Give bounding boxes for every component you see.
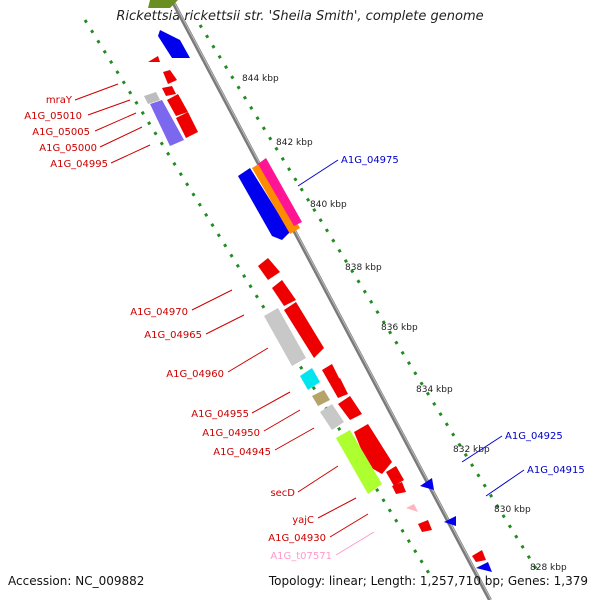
gene-label[interactable]: A1G_05000 [39,143,97,154]
gene-feature[interactable] [258,158,302,226]
gene-feature[interactable] [176,112,198,138]
gene-label[interactable]: A1G_04930 [268,533,326,544]
gene-feature[interactable] [300,368,320,390]
gene-label[interactable]: mraY [46,95,73,106]
gene-feature[interactable] [476,562,492,572]
gene-feature[interactable] [252,162,300,234]
ruler-label: 840 kbp [310,200,347,210]
gene-feature[interactable] [163,70,177,84]
gene-feature[interactable] [418,520,432,532]
gene-label[interactable]: A1G_04950 [202,428,260,439]
gene-label[interactable]: A1G_t07571 [270,551,332,562]
gene-feature[interactable] [162,86,176,96]
gene-feature[interactable] [386,466,404,486]
gene-feature[interactable] [150,100,184,146]
gene-feature[interactable] [406,504,418,512]
ruler-label: 828 kbp [530,563,567,573]
gene-features [144,0,492,572]
gene-feature[interactable] [284,302,324,358]
gene-feature[interactable] [420,478,434,490]
gene-label[interactable]: A1G_04975 [341,155,399,166]
gene-feature[interactable] [238,168,290,240]
genome-summary-text: Topology: linear; Length: 1,257,710 bp; … [268,574,588,588]
gene-label[interactable]: A1G_04970 [130,307,188,318]
gene-label[interactable]: yajC [292,515,314,526]
gene-feature[interactable] [144,92,160,104]
gene-feature[interactable] [148,0,178,8]
gene-label[interactable]: A1G_04945 [213,447,271,458]
accession-text: Accession: NC_009882 [8,574,145,588]
ruler-label: 836 kbp [381,323,418,333]
ruler-label: 834 kbp [416,385,453,395]
gene-feature[interactable] [354,424,392,474]
gene-label[interactable]: A1G_04955 [191,409,249,420]
gene-feature[interactable] [167,94,188,116]
gene-feature[interactable] [444,516,456,526]
gene-feature[interactable] [312,390,330,406]
gene-label[interactable]: A1G_04995 [50,159,108,170]
gene-feature[interactable] [148,56,160,62]
gene-label[interactable]: A1G_04915 [527,465,585,476]
gene-label[interactable]: A1G_04960 [166,369,224,380]
gene-feature[interactable] [322,364,340,384]
gene-feature[interactable] [264,308,306,366]
ruler-label: 830 kbp [494,505,531,515]
ruler-label: 838 kbp [345,263,382,273]
ruler-line-left [83,19,432,576]
gene-feature[interactable] [320,404,344,430]
gene-feature[interactable] [330,378,348,398]
gene-label[interactable]: secD [270,488,295,499]
gene-feature[interactable] [272,280,296,306]
gene-feature[interactable] [258,258,280,280]
ruler-label: 842 kbp [276,138,313,148]
ruler-label: 844 kbp [242,74,279,84]
gene-feature[interactable] [336,430,382,494]
gene-label[interactable]: A1G_04925 [505,431,563,442]
map-title: Rickettsia rickettsii str. 'Sheila Smith… [116,9,484,24]
gene-label[interactable]: A1G_05005 [32,127,90,138]
ruler-label: 832 kbp [453,445,490,455]
gene-feature[interactable] [338,396,362,420]
gene-label[interactable]: A1G_04965 [144,330,202,341]
gene-label[interactable]: A1G_05010 [24,111,82,122]
gene-feature[interactable] [158,30,190,58]
gene-feature[interactable] [472,550,486,562]
genome-backbone [170,0,492,600]
gene-feature[interactable] [392,482,406,494]
